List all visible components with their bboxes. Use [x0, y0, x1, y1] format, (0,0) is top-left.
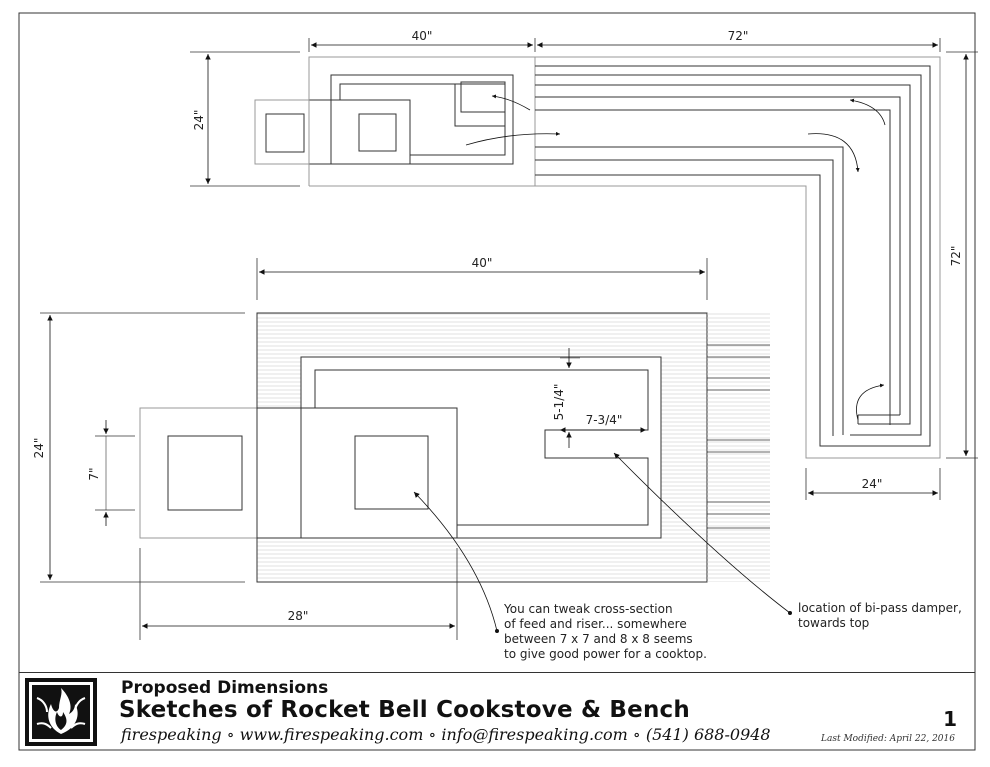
dim-detail-28: 28": [288, 609, 309, 623]
dim-detail-40: 40": [472, 256, 493, 270]
last-modified-date: Last Modified: April 22, 2016: [821, 734, 955, 744]
note-line: between 7 x 7 and 8 x 8 seems: [504, 632, 693, 646]
dim-detail-24: 24": [32, 438, 46, 459]
note-line: to give good power for a cooktop.: [504, 647, 707, 661]
page-number: 1: [943, 707, 957, 731]
dim-top-left-24: 24": [192, 110, 206, 131]
dim-bench-24: 24": [862, 477, 883, 491]
firespeaking-flame-logo-icon: [25, 678, 97, 746]
cross-section-note: You can tweak cross-section of feed and …: [503, 602, 707, 661]
drawing-title: Sketches of Rocket Bell Cookstove & Benc…: [119, 697, 690, 723]
damper-note: location of bi-pass damper, towards top: [798, 601, 962, 630]
dim-riser-height: 5-1/4": [552, 384, 566, 421]
drawing-subtitle: Proposed Dimensions: [121, 678, 329, 698]
note-line: of feed and riser... somewhere: [504, 617, 687, 631]
note-line: You can tweak cross-section: [503, 602, 673, 616]
dim-riser-width: 7-3/4": [586, 413, 623, 427]
dim-top-40: 40": [412, 29, 433, 43]
title-block: Proposed Dimensions Sketches of Rocket B…: [19, 672, 975, 751]
contact-line: firespeaking ∘ www.firespeaking.com ∘ in…: [121, 725, 771, 744]
page-border: [18, 12, 976, 751]
note-line: towards top: [798, 616, 869, 630]
top-plan-view: 40" 72" 24" 72" 24": [190, 29, 978, 500]
detail-plan-view: 40" 24" 7" 28" 5-1/4" 7-3/4" You can twe…: [32, 256, 962, 661]
dim-detail-7: 7": [87, 467, 101, 480]
note-line: location of bi-pass damper,: [798, 601, 962, 615]
dim-right-72: 72": [949, 246, 963, 267]
dim-top-72: 72": [728, 29, 749, 43]
